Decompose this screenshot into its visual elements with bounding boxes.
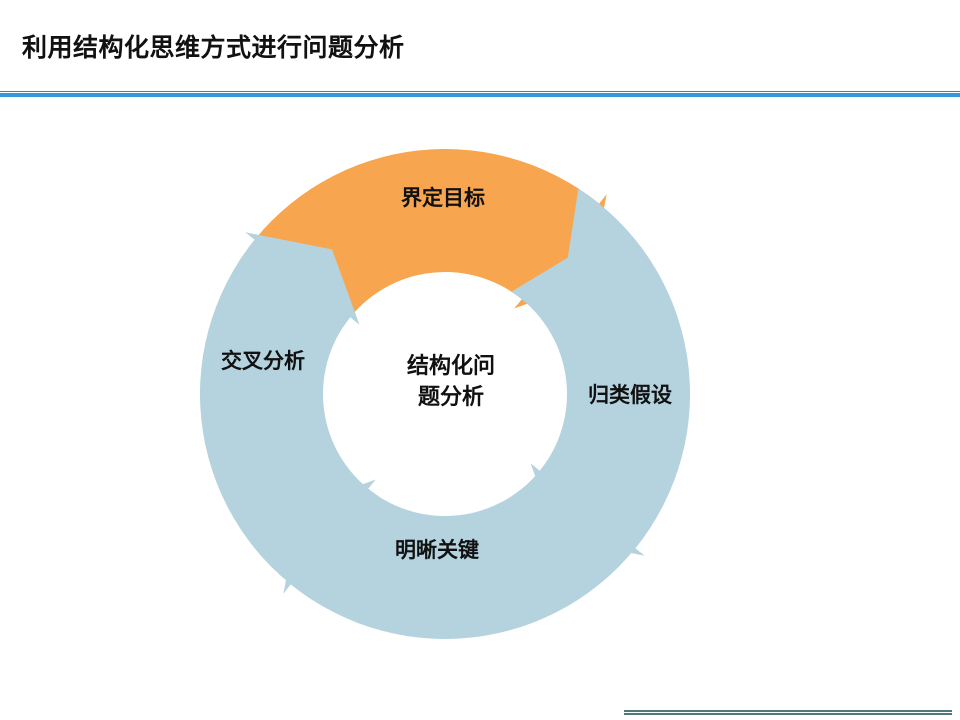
header-divider-thick — [0, 93, 960, 97]
header-divider-thin — [0, 91, 960, 92]
center-label: 结构化问 题分析 — [407, 351, 495, 413]
step-label-cross-analysis: 交叉分析 — [221, 349, 305, 373]
center-label-line2: 题分析 — [417, 385, 485, 410]
step-label-classify-hypothesis: 归类假设 — [588, 383, 672, 407]
center-label-line1: 结构化问 — [406, 354, 496, 379]
step-label-define-goal: 界定目标 — [401, 186, 485, 210]
step-label-clarify-key: 明晰关键 — [395, 538, 479, 562]
arrow-cross-analysis — [199, 232, 379, 600]
arrow-classify-hypothesis — [511, 188, 691, 556]
footer-divider — [624, 713, 952, 715]
arrow-clarify-key — [283, 460, 651, 640]
footer-divider — [624, 710, 952, 712]
slide-title: 利用结构化思维方式进行问题分析 — [22, 33, 405, 62]
